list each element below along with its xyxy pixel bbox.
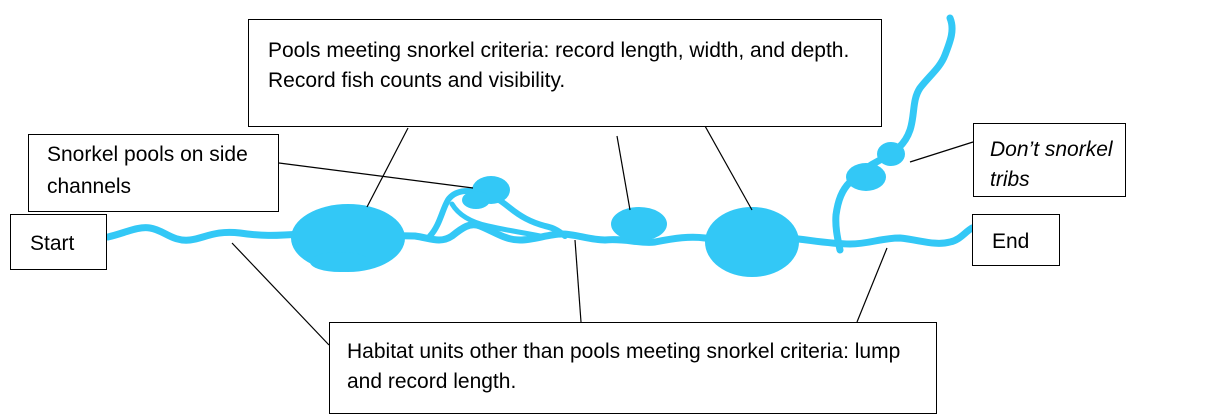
leader-habitat-1 xyxy=(231,242,330,346)
side-channels-label: Snorkel pools on side channels xyxy=(28,134,279,212)
start-text: Start xyxy=(30,232,75,255)
end-label: End xyxy=(972,214,1060,266)
leader-pool-2 xyxy=(704,125,753,211)
leader-trib xyxy=(909,141,974,163)
leader-habitat-2 xyxy=(574,239,582,323)
pools-meeting-criteria-text: Pools meeting snorkel criteria: record l… xyxy=(268,39,850,92)
side-pool-2 xyxy=(462,191,490,209)
habitat-units-label: Habitat units other than pools meeting s… xyxy=(329,322,937,414)
pool-1-edge xyxy=(310,252,370,272)
habitat-units-text: Habitat units other than pools meeting s… xyxy=(347,340,901,393)
dont-snorkel-tribs-label: Don’t snorkel tribs xyxy=(973,123,1126,197)
dont-snorkel-tribs-text: Don’t snorkel tribs xyxy=(990,138,1113,191)
leader-lines xyxy=(231,125,974,346)
trib-pool-2 xyxy=(877,142,905,166)
start-label: Start xyxy=(10,214,107,270)
leader-pool-1 xyxy=(366,127,409,208)
side-channel-lower xyxy=(449,201,543,239)
end-text: End xyxy=(992,230,1030,253)
trib-pool-1 xyxy=(846,163,886,191)
pool-2 xyxy=(705,207,799,277)
isolated-pool xyxy=(611,207,667,241)
leader-habitat-3 xyxy=(856,247,888,323)
pools-meeting-criteria-label: Pools meeting snorkel criteria: record l… xyxy=(248,19,882,127)
pools xyxy=(291,142,905,277)
side-channels-text: Snorkel pools on side channels xyxy=(47,143,248,198)
leader-isolated-pool xyxy=(616,135,631,211)
leader-side-channel xyxy=(278,162,474,189)
